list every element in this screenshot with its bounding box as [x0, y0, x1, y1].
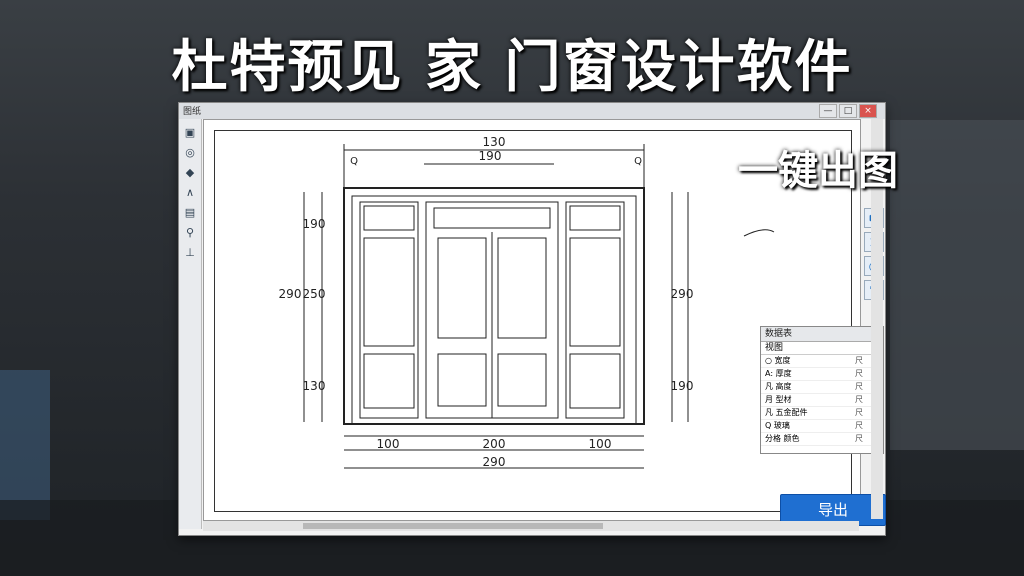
dim-corner-b: Q — [634, 156, 642, 167]
panel-row[interactable]: 凡 高度 尺 — [761, 381, 883, 394]
panel-row[interactable]: 月 型材 尺 — [761, 394, 883, 407]
app-window: 图纸 — □ × ▣ ◎ ◆ ∧ ▤ ⚲ ⊥ — [178, 102, 886, 536]
properties-panel: 数据表 × 视图 ○ 宽度尺 A: 厚度尺 凡 高度尺 月 型材尺 凡 五金配件… — [760, 326, 884, 454]
right-bottom-panel — [569, 353, 621, 409]
right-mid-panel — [569, 237, 621, 347]
row-value: 尺 — [855, 395, 863, 404]
dim-right-bottom: 190 — [671, 379, 694, 393]
row-label: 凡 高度 — [765, 382, 792, 391]
export-button[interactable]: 导出 — [780, 494, 886, 526]
layer-tool-icon[interactable]: ▤ — [184, 206, 196, 219]
row-value: 尺 — [855, 421, 863, 430]
left-bottom-panel — [363, 353, 415, 409]
left-mid-panel — [363, 237, 415, 347]
center-transom — [433, 207, 551, 229]
dim-bottom-right: 100 — [589, 437, 612, 451]
panel-subheader: 视图 — [761, 342, 883, 355]
center-right-lower-panel — [497, 353, 547, 407]
row-label: ○ 宽度 — [765, 356, 791, 365]
headline-subtitle: 一键出图 — [738, 148, 898, 194]
row-label: 月 型材 — [765, 395, 792, 404]
panel-header: 数据表 × — [761, 327, 883, 342]
sketch-mark — [743, 229, 775, 237]
background-window — [890, 120, 1024, 450]
dim-bottom-left: 100 — [377, 437, 400, 451]
center-right-panel — [497, 237, 547, 339]
dim-left-total: 290 — [279, 287, 302, 301]
right-top-panel — [569, 205, 621, 231]
zoom-tool-icon[interactable]: ⚲ — [185, 226, 195, 239]
horizontal-scroll-thumb[interactable] — [303, 523, 603, 529]
panel-row[interactable]: 分格 颜色 尺 — [761, 433, 883, 446]
minimize-button[interactable]: — — [819, 104, 837, 118]
shape-tool-icon[interactable]: ◆ — [185, 166, 195, 179]
select-tool-icon[interactable]: ▣ — [184, 126, 196, 139]
dim-left-bottom: 130 — [303, 379, 326, 393]
window-title: 图纸 — [183, 107, 202, 117]
center-left-lower-panel — [437, 353, 487, 407]
row-value: 尺 — [855, 434, 863, 443]
panel-row[interactable]: 凡 五金配件 尺 — [761, 407, 883, 420]
row-value: 尺 — [855, 408, 863, 417]
rotate-tool-icon[interactable]: ◎ — [185, 146, 195, 159]
maximize-button[interactable]: □ — [839, 104, 857, 118]
drawing-canvas[interactable]: 130 190 Q Q 190 250 130 290 290 190 100 … — [203, 119, 886, 526]
window-titlebar: 图纸 — □ × — [179, 103, 885, 119]
left-sidelight — [359, 201, 419, 419]
dim-bottom-mid: 200 — [483, 437, 506, 451]
row-label: A: 厚度 — [765, 369, 792, 378]
right-sidelight — [565, 201, 625, 419]
panel-row[interactable]: ○ 宽度 尺 — [761, 355, 883, 368]
dim-corner-a: Q — [350, 156, 358, 167]
door-inner-frame — [351, 195, 637, 425]
dim-top-outer: 130 — [483, 135, 506, 149]
center-left-panel — [437, 237, 487, 339]
dim-left-mid: 250 — [303, 287, 326, 301]
background-monitor — [0, 370, 50, 520]
drawing-frame — [214, 130, 852, 512]
panel-title: 数据表 — [765, 329, 793, 339]
row-value: 尺 — [855, 382, 863, 391]
measure-tool-icon[interactable]: ⊥ — [185, 246, 195, 259]
horizontal-scrollbar[interactable] — [203, 521, 859, 531]
line-tool-icon[interactable]: ∧ — [185, 186, 195, 199]
row-value: 尺 — [855, 356, 863, 365]
dim-left-top: 190 — [303, 217, 326, 231]
dim-top-inner: 190 — [479, 149, 502, 163]
dim-bottom-total: 290 — [483, 455, 506, 469]
left-toolbar: ▣ ◎ ◆ ∧ ▤ ⚲ ⊥ — [179, 119, 202, 529]
dim-right-total: 290 — [671, 287, 694, 301]
close-button[interactable]: × — [859, 104, 877, 118]
row-label: 凡 五金配件 — [765, 408, 808, 417]
panel-row[interactable]: Q 玻璃 尺 — [761, 420, 883, 433]
door-elevation-drawing: 130 190 Q Q 190 250 130 290 290 190 100 … — [279, 135, 775, 469]
row-value: 尺 — [855, 369, 863, 378]
vertical-scrollbar[interactable] — [871, 119, 883, 519]
left-top-panel — [363, 205, 415, 231]
row-label: 分格 颜色 — [765, 434, 800, 443]
door-outer-frame — [343, 187, 645, 425]
panel-row[interactable]: A: 厚度 尺 — [761, 368, 883, 381]
headline-title: 杜特预见 家 门窗设计软件 — [171, 35, 853, 100]
row-label: Q 玻璃 — [765, 421, 790, 430]
